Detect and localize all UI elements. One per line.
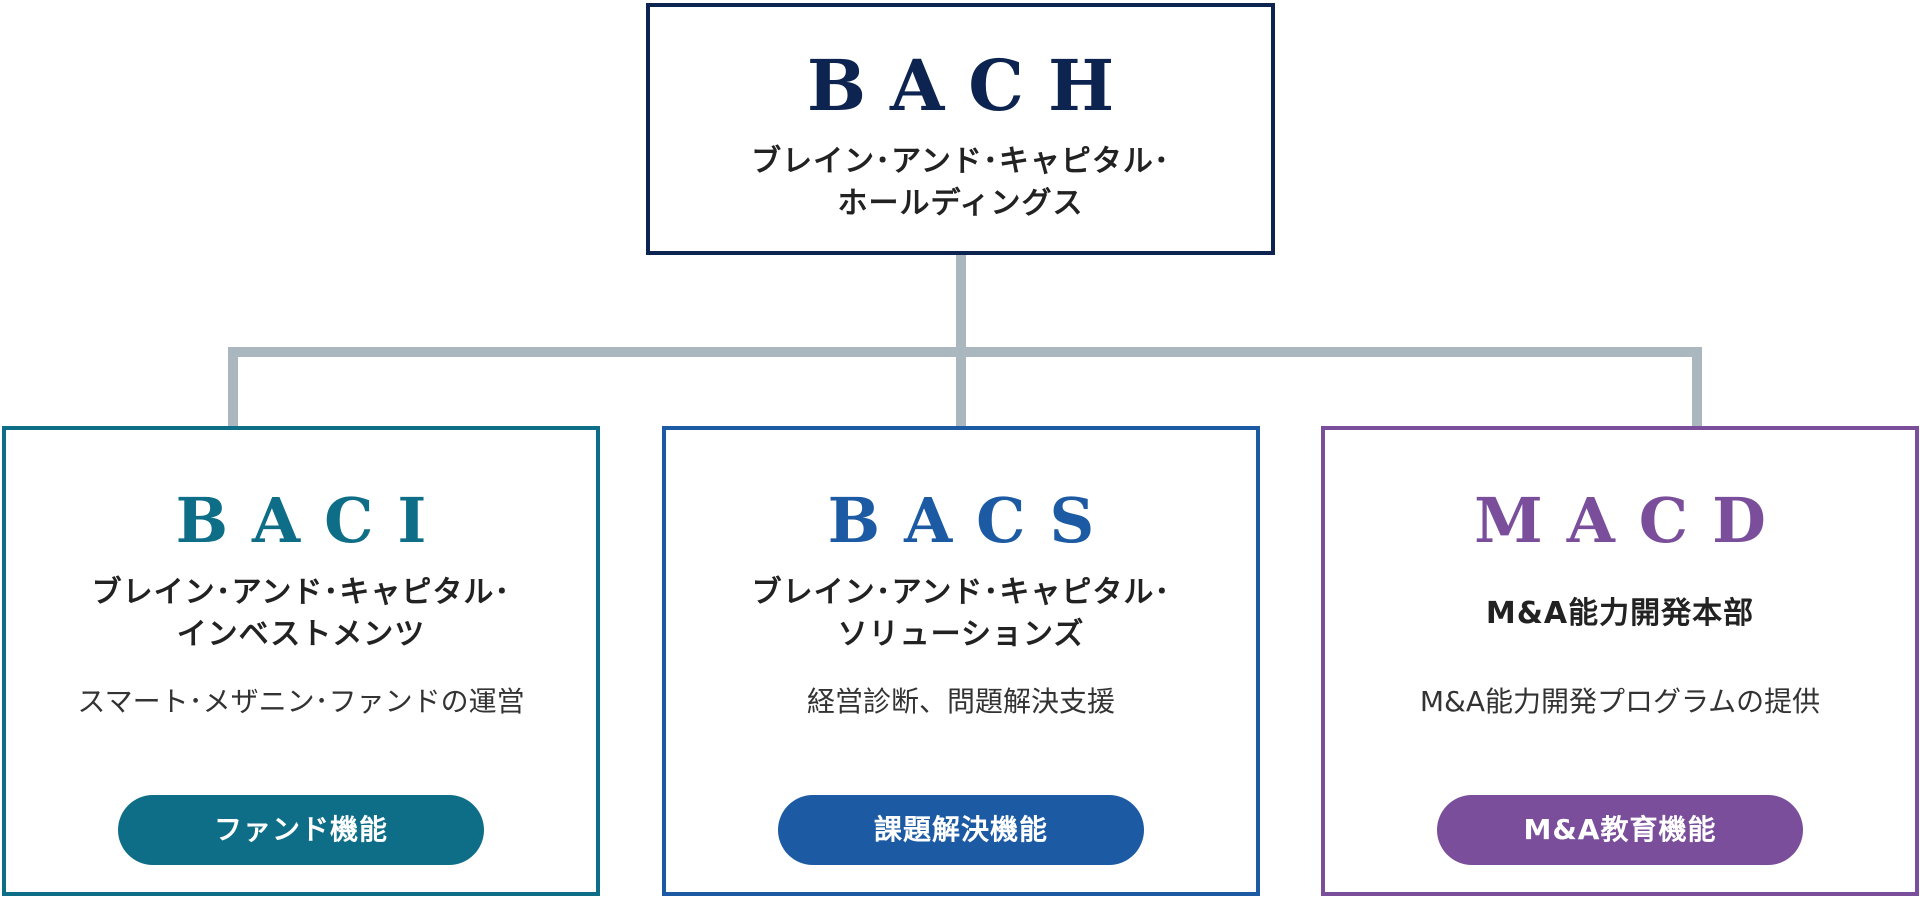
baci-logo: BACI	[175, 484, 451, 557]
subsidiary-box-baci: BACI ブレイン･アンド･キャピタル･ インベストメンツ スマート･メザニン･…	[2, 426, 600, 896]
baci-function-badge: ファンド機能	[118, 795, 484, 865]
baci-company-name: ブレイン･アンド･キャピタル･ インベストメンツ	[6, 572, 596, 656]
parent-company-name: ブレイン･アンド･キャピタル･ ホールディングス	[650, 141, 1271, 225]
macd-description: M&A能力開発プログラムの提供	[1419, 685, 1821, 718]
parent-company-box: BACH ブレイン･アンド･キャピタル･ ホールディングス	[646, 3, 1275, 255]
bacs-logo: BACS	[827, 484, 1119, 557]
subsidiary-box-bacs: BACS ブレイン･アンド･キャピタル･ ソリューションズ 経営診断、問題解決支…	[662, 426, 1260, 896]
subsidiary-box-macd: MACD M&A能力開発本部 M&A能力開発プログラムの提供 M&A教育機能	[1321, 426, 1919, 896]
macd-company-name: M&A能力開発本部	[1325, 572, 1915, 656]
baci-name-line1: ブレイン･アンド･キャピタル･	[91, 575, 511, 610]
bacs-description: 経営診断、問題解決支援	[806, 685, 1115, 718]
macd-name-line1: M&A能力開発本部	[1485, 596, 1755, 631]
parent-logo: BACH	[806, 44, 1139, 127]
baci-name-line2: インベストメンツ	[176, 617, 426, 652]
bacs-company-name: ブレイン･アンド･キャピタル･ ソリューションズ	[666, 572, 1256, 656]
parent-name-line2: ホールディングス	[837, 186, 1084, 221]
macd-logo: MACD	[1474, 484, 1790, 557]
parent-name-line1: ブレイン･アンド･キャピタル･	[751, 144, 1170, 179]
bacs-name-line2: ソリューションズ	[837, 617, 1085, 652]
baci-description: スマート･メザニン･ファンドの運営	[77, 685, 525, 718]
bacs-name-line1: ブレイン･アンド･キャピタル･	[751, 575, 1171, 610]
macd-function-badge: M&A教育機能	[1437, 795, 1803, 865]
bacs-function-badge: 課題解決機能	[778, 795, 1144, 865]
